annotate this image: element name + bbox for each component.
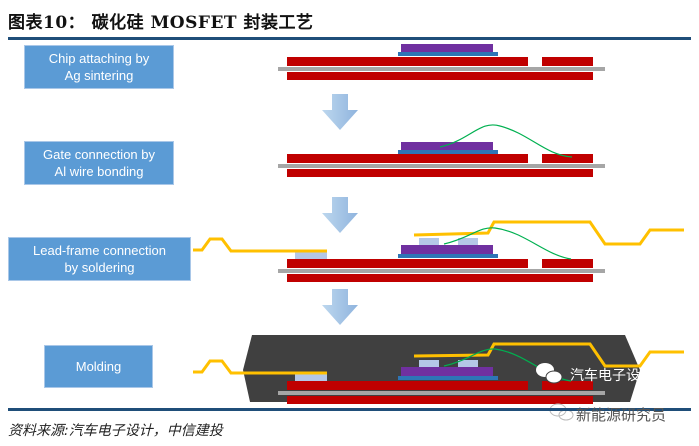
step-line: Lead-frame connection — [33, 243, 166, 258]
step-box-chip-attach: Chip attaching by Ag sintering — [24, 45, 174, 89]
stage-4-diagram — [193, 335, 684, 404]
step-box-gate-connection: Gate connection by Al wire bonding — [24, 141, 174, 185]
wechat-logo-icon — [549, 403, 574, 421]
watermark-text: 新能源研究员 — [576, 406, 667, 424]
step-box-molding: Molding — [44, 345, 153, 388]
down-arrow-icon — [322, 197, 358, 233]
step-line: Al wire bonding — [54, 164, 144, 179]
step-line: Molding — [75, 359, 122, 374]
step-line: Gate connection by — [42, 147, 156, 162]
watermark-text: 汽车电子设计 — [570, 368, 654, 384]
stage-2-diagram — [278, 124, 605, 177]
bottom-rule — [8, 408, 691, 411]
step-box-lead-frame: Lead-frame connection by soldering — [8, 237, 191, 281]
wechat-logo-icon — [536, 363, 563, 384]
title-rule — [8, 37, 691, 40]
step-line: Ag sintering — [64, 68, 134, 83]
down-arrow-icon — [322, 94, 358, 130]
stage-3-diagram — [193, 220, 684, 282]
stage-1-diagram — [278, 44, 605, 80]
step-line: by soldering — [64, 260, 135, 275]
figure-title: 图表10： 碳化硅 MOSFET 封装工艺 — [8, 13, 314, 33]
source-note: 资料来源:汽车电子设计，中信建投 — [8, 423, 223, 439]
down-arrow-icon — [322, 289, 358, 325]
step-line: Chip attaching by — [48, 51, 150, 66]
